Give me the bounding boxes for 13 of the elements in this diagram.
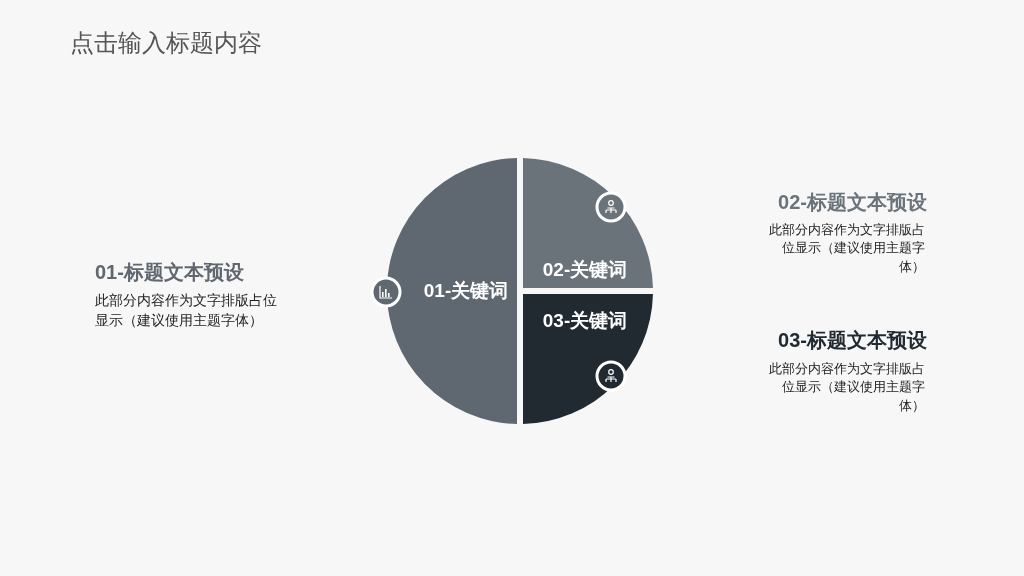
section-heading: 02-标题文本预设 — [778, 190, 927, 215]
pie-segment — [387, 158, 517, 424]
segment-label: 03-关键词 — [542, 309, 628, 333]
title: 点击输入标题内容 — [70, 28, 262, 58]
section-heading: 03-标题文本预设 — [778, 328, 927, 353]
section-heading: 01-标题文本预设 — [95, 260, 244, 285]
description-text: 此部分内容作为文字排版占位显示（建议使用主题字体） — [768, 222, 925, 276]
pie-segment — [523, 158, 653, 288]
segment-label: 02-关键词 — [542, 258, 628, 282]
pie-segment — [523, 294, 653, 424]
description-text: 此部分内容作为文字排版占位显示（建议使用主题字体） — [95, 291, 278, 331]
segment-label: 01-关键词 — [423, 279, 509, 303]
description-text: 此部分内容作为文字排版占位显示（建议使用主题字体） — [768, 361, 925, 415]
